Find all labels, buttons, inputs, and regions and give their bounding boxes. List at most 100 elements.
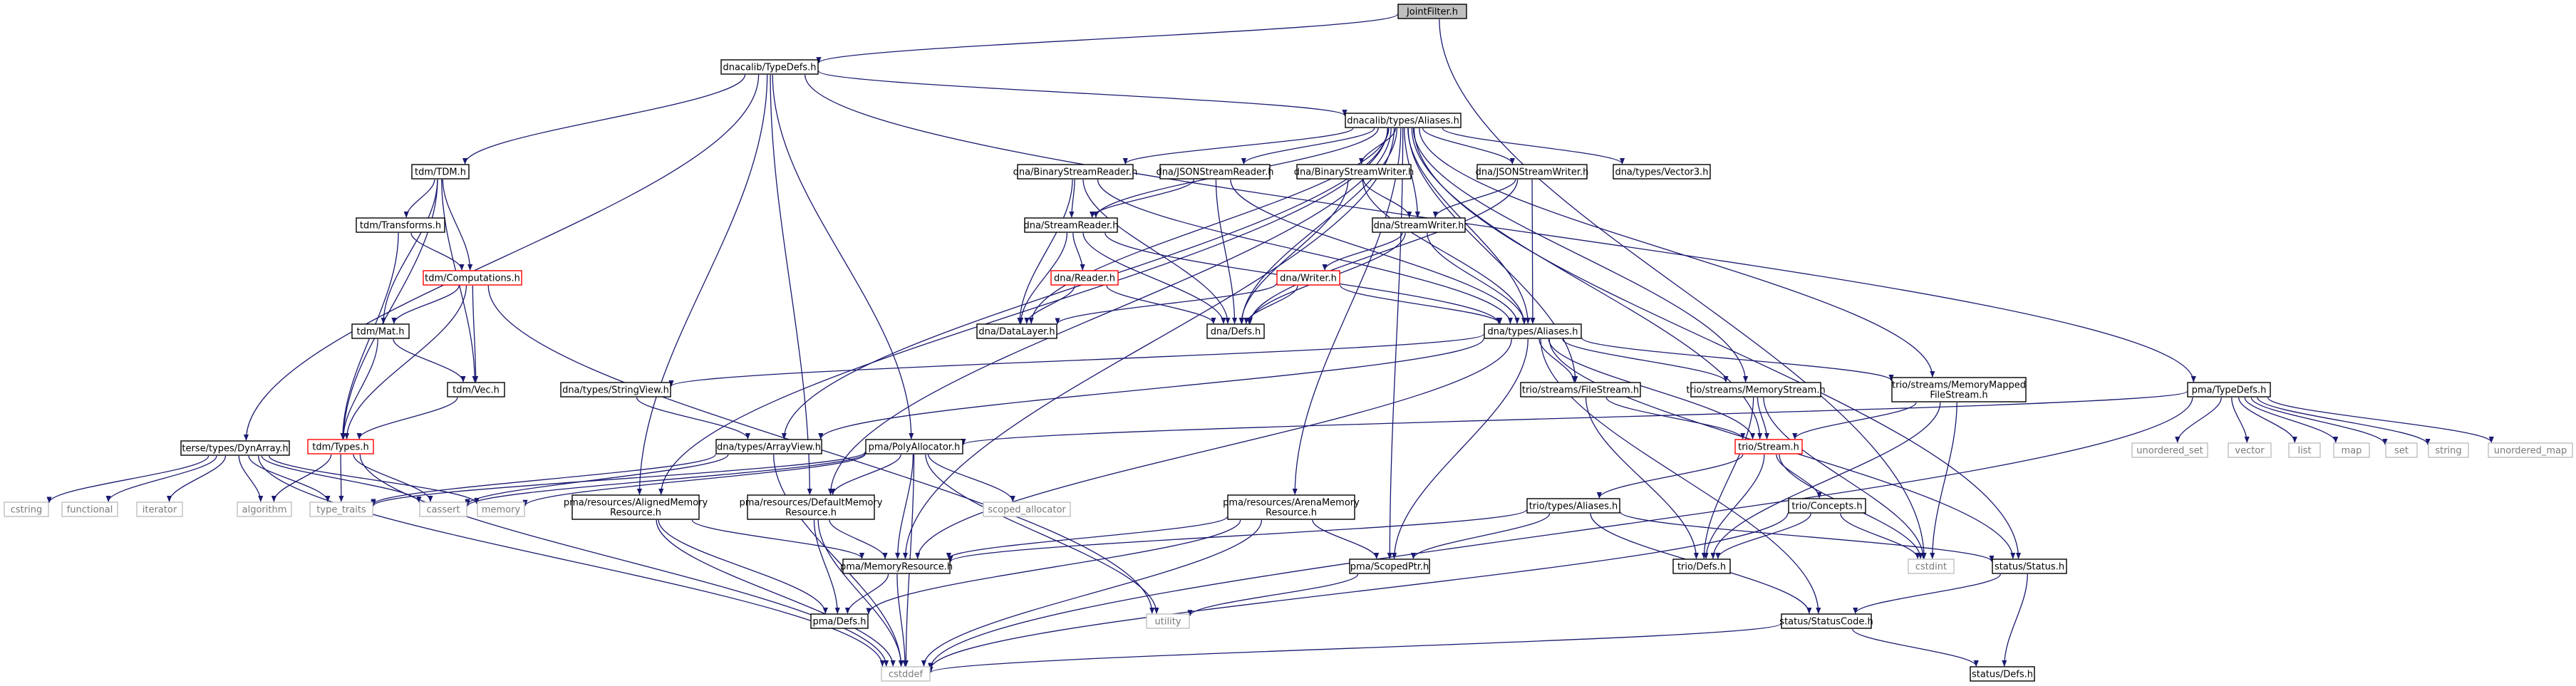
edge-typedefs-to-tdm bbox=[462, 74, 746, 165]
edge-trioaliases-to-memres bbox=[948, 509, 1527, 563]
node-filestream[interactable]: trio/streams/FileStream.h bbox=[1520, 382, 1641, 397]
edge-aliases-to-alignedmem bbox=[658, 128, 1388, 495]
node-box bbox=[1024, 217, 1118, 233]
node-box bbox=[4, 501, 49, 517]
node-reader[interactable]: dna/Reader.h bbox=[1050, 270, 1119, 286]
node-scopedptr[interactable]: pma/ScopedPtr.h bbox=[1349, 558, 1430, 574]
node-streamreader[interactable]: dna/StreamReader.h bbox=[1023, 217, 1119, 233]
node-dnadefs[interactable]: dna/Defs.h bbox=[1206, 323, 1265, 339]
edge-streamwriter-to-dnaaliases bbox=[1427, 232, 1527, 324]
edge-stringview-to-arrayview bbox=[636, 397, 750, 440]
node-layer: JointFilter.hdnacalib/TypeDefs.hdnacalib… bbox=[4, 4, 2573, 682]
node-binreader[interactable]: dna/BinaryStreamReader.h bbox=[1013, 164, 1138, 180]
node-box bbox=[1017, 164, 1134, 180]
edge-writer-to-dnadefs bbox=[1243, 285, 1298, 324]
edge-memres-to-pmadefs bbox=[844, 573, 889, 614]
node-label: set bbox=[2394, 446, 2409, 457]
node-triostream[interactable]: trio/Stream.h bbox=[1734, 439, 1803, 454]
node-label: cassert bbox=[426, 505, 460, 516]
node-box bbox=[136, 501, 183, 517]
node-mat[interactable]: tdm/Mat.h bbox=[351, 323, 410, 339]
node-jsonwriter[interactable]: dna/JSONStreamWriter.h bbox=[1476, 164, 1589, 180]
node-aliases[interactable]: dnacalib/types/Aliases.h bbox=[1345, 113, 1462, 128]
node-box bbox=[1484, 323, 1582, 339]
node-pmadefs[interactable]: pma/Defs.h bbox=[810, 613, 869, 629]
node-label: unordered_set bbox=[2136, 446, 2203, 457]
edge-concepts-to-cstdint bbox=[1840, 513, 1920, 559]
node-statusdefs[interactable]: status/Defs.h bbox=[1970, 666, 2035, 682]
edge-dynarray-to-typetraits bbox=[248, 455, 331, 502]
node-box bbox=[477, 501, 525, 517]
node-writer[interactable]: dna/Writer.h bbox=[1276, 270, 1340, 286]
node-box bbox=[810, 613, 869, 629]
node-stringview[interactable]: dna/types/StringView.h bbox=[560, 382, 671, 397]
edge-typedefs-to-defaultmem bbox=[770, 74, 812, 495]
node-box bbox=[180, 440, 290, 456]
edge-polyalloc-to-utility bbox=[925, 454, 1159, 614]
edge-aliases-to-memstream bbox=[1412, 128, 1749, 383]
edge-status-to-statusdefs bbox=[2002, 573, 2028, 667]
edge-arrayview-to-cstddef bbox=[772, 454, 904, 667]
edge-dynarray-to-cstring bbox=[46, 455, 210, 504]
node-box bbox=[1970, 666, 2035, 682]
edge-aliases-to-jsonreader bbox=[1241, 128, 1375, 165]
node-vector3[interactable]: dna/types/Vector3.h bbox=[1613, 164, 1711, 180]
node-datalayer[interactable]: dna/DataLayer.h bbox=[976, 323, 1057, 339]
node-jsonreader[interactable]: dna/JSONStreamReader.h bbox=[1156, 164, 1274, 180]
node-transforms[interactable]: tdm/Transforms.h bbox=[356, 217, 445, 233]
node-vec[interactable]: tdm/Vec.h bbox=[447, 382, 505, 397]
edge-tdm-to-transforms bbox=[403, 179, 435, 218]
node-iterator: iterator bbox=[136, 501, 183, 517]
node-tdm[interactable]: tdm/TDM.h bbox=[411, 164, 470, 180]
edge-trioaliases-to-scopedptr bbox=[1410, 513, 1551, 559]
edge-computations-to-tdmtypes bbox=[344, 285, 467, 440]
node-streamwriter[interactable]: dna/StreamWriter.h bbox=[1372, 217, 1466, 233]
node-polyalloc[interactable]: pma/PolyAllocator.h bbox=[865, 439, 963, 454]
node-trioaliases[interactable]: trio/types/Aliases.h bbox=[1526, 498, 1620, 514]
node-label: dna/types/Vector3.h bbox=[1615, 167, 1708, 178]
node-box bbox=[1520, 382, 1641, 397]
node-box bbox=[747, 494, 875, 520]
node-box bbox=[983, 501, 1071, 517]
node-dynarray[interactable]: terse/types/DynArray.h bbox=[180, 440, 290, 456]
node-status[interactable]: status/Status.h bbox=[1992, 558, 2067, 574]
node-computations[interactable]: tdm/Computations.h bbox=[423, 270, 522, 286]
node-statuscode[interactable]: status/StatusCode.h bbox=[1779, 613, 1873, 629]
node-label: pma/ScopedPtr.h bbox=[1350, 562, 1429, 573]
node-label: status/StatusCode.h bbox=[1779, 617, 1873, 628]
node-box bbox=[1734, 439, 1803, 454]
node-arrayview[interactable]: dna/types/ArrayView.h bbox=[715, 439, 822, 454]
node-tdmtypes[interactable]: tdm/Types.h bbox=[307, 439, 374, 454]
node-dnaaliases[interactable]: dna/types/Aliases.h bbox=[1484, 323, 1582, 339]
node-box bbox=[411, 164, 470, 180]
node-binwriter[interactable]: dna/BinaryStreamWriter.h bbox=[1294, 164, 1414, 180]
node-pmatypedefs[interactable]: pma/TypeDefs.h bbox=[2187, 382, 2271, 397]
node-label: terse/types/DynArray.h bbox=[182, 444, 288, 454]
node-label: tdm/Computations.h bbox=[425, 274, 520, 284]
node-label: dnacalib/TypeDefs.h bbox=[723, 63, 816, 73]
node-box bbox=[1908, 558, 1955, 574]
edge-binreader-to-streamreader bbox=[1069, 179, 1075, 218]
edge-arrayview-to-typetraits bbox=[371, 454, 716, 506]
edge-pmatypedefs-to-polyalloc bbox=[961, 390, 2188, 445]
node-memres[interactable]: pma/MemoryResource.h bbox=[840, 558, 953, 574]
edge-tdmtypes-to-algorithm bbox=[271, 454, 332, 502]
node-label: dna/JSONStreamReader.h bbox=[1156, 167, 1273, 178]
edge-typedefs-to-dynarray bbox=[243, 74, 760, 441]
node-functional: functional bbox=[61, 501, 118, 517]
node-typedefs[interactable]: dnacalib/TypeDefs.h bbox=[720, 59, 819, 75]
node-label: dna/types/ArrayView.h bbox=[717, 442, 821, 453]
node-box bbox=[865, 439, 963, 454]
node-triodefs[interactable]: trio/Defs.h bbox=[1672, 558, 1731, 574]
node-concepts[interactable]: trio/Concepts.h bbox=[1788, 498, 1866, 514]
node-memstream[interactable]: trio/streams/MemoryStream.h bbox=[1686, 382, 1826, 397]
edge-pmatypedefs-to-vector bbox=[2231, 397, 2250, 443]
edge-arenamem-to-pmadefs bbox=[866, 519, 1241, 615]
edge-tdm-to-tdmtypes bbox=[341, 179, 438, 440]
node-box bbox=[447, 382, 505, 397]
